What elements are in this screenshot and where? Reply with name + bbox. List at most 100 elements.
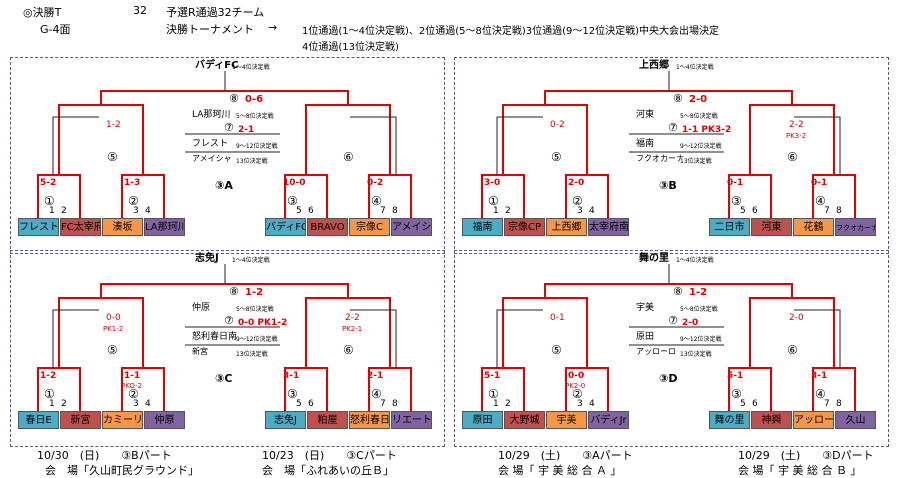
first-round-score: 1-2: [40, 371, 57, 381]
final-line: [544, 283, 793, 298]
match-8-num: ⑧: [673, 92, 683, 105]
team-slot: LA那珂川: [144, 218, 185, 236]
m7-team-b: 怒利春日南: [192, 332, 238, 342]
first-round-num: ③: [731, 194, 742, 208]
label-13: 13位決定戦: [236, 351, 268, 358]
label-13: 13位決定戦: [680, 158, 712, 165]
first-round-score: 1-1: [124, 371, 141, 381]
final-line: [100, 283, 349, 298]
panel-frame: [10, 57, 445, 254]
footer-venue-3: 会 場「 宇 美 総 合 Ａ 」: [498, 464, 622, 477]
m7-team-b: フレスト: [192, 139, 229, 149]
m13-team: アメイシャ: [192, 154, 232, 163]
match-6-num: ⑥: [787, 150, 798, 164]
team-slot: 粕屋: [307, 411, 348, 429]
match-5-score: 0-2: [550, 120, 565, 130]
header-court: G-4面: [40, 23, 71, 36]
team-seed: 5: [740, 399, 746, 409]
match-7-score: 0-0 PK1-2: [238, 318, 288, 328]
first-round-score: 2-0: [568, 178, 585, 188]
first-round-score: 3-1: [811, 371, 828, 381]
m13-team: 新宮: [192, 347, 208, 356]
match-7-num: ⑦: [668, 314, 678, 327]
team-slot: 仲原: [144, 411, 185, 429]
final-line: [100, 90, 349, 105]
bracket-lines: [37, 264, 412, 411]
first-round-num: ④: [815, 194, 826, 208]
match-8-score: 2-0: [689, 94, 708, 105]
team-seed: 8: [392, 206, 398, 216]
first-round-score: 0-2: [367, 178, 384, 188]
match-6-sub: PK2-1: [342, 325, 363, 333]
team-seed: 3: [577, 399, 583, 409]
team-seed: 5: [296, 206, 302, 216]
team-slot: 久山: [835, 411, 876, 429]
panel-frame: [454, 250, 889, 447]
team-seed: 5: [296, 399, 302, 409]
team-seed: 4: [145, 399, 151, 409]
m7-team-a: 宇美: [636, 303, 655, 313]
team-slot: 神興: [751, 411, 792, 429]
bracket-lines: [481, 264, 856, 411]
team-slot: 太宰府南: [588, 218, 629, 236]
label-1-4: 1～4位決定戦: [676, 257, 714, 264]
m7-team-a: LA那珂川: [192, 110, 231, 120]
match-8-score: 1-2: [245, 287, 264, 298]
first-round-num: ④: [371, 387, 382, 401]
first-round-num: ①: [44, 194, 55, 208]
semi-final-line: [502, 104, 588, 175]
match-5-num: ⑤: [551, 343, 562, 357]
team-slot: BRAVO: [307, 218, 348, 236]
header-note-1: 1位通過(1～4位決定戦)、2位通過(5～8位決定戦)3位通過(9～12位決定戦…: [302, 26, 720, 37]
team-slot: 春日E: [18, 411, 59, 429]
team-slot: フクオカーナ: [835, 218, 876, 236]
match-7-num: ⑦: [224, 121, 234, 134]
match-6-score: 2-0: [789, 313, 804, 323]
team-seed: 4: [145, 206, 151, 216]
loser-line: [52, 116, 99, 175]
team-slot: 原田: [462, 411, 503, 429]
team-seed: 6: [308, 206, 314, 216]
loser-line: [350, 309, 397, 368]
first-round-num: ④: [815, 387, 826, 401]
winner-name: 志免J: [195, 253, 219, 264]
team-seed: 3: [577, 206, 583, 216]
bracket-lines: [481, 71, 856, 218]
team-seed: 6: [308, 399, 314, 409]
match-5-score: 1-2: [106, 120, 121, 130]
panel-frame: [454, 57, 889, 254]
loser-line: [794, 116, 841, 175]
first-round-score: 3-0: [484, 178, 501, 188]
team-seed: 7: [824, 206, 830, 216]
first-round-score: 1-3: [124, 178, 141, 188]
match-6-score: 2-2: [789, 120, 804, 130]
first-round-num: ①: [44, 387, 55, 401]
team-seed: 8: [392, 399, 398, 409]
label-9-12: 9～12位決定戦: [236, 143, 278, 150]
m13-team: アッローロ: [636, 347, 676, 356]
team-slot: リエート: [391, 411, 432, 429]
team-slot: 宗像CP: [504, 218, 545, 236]
footer-venue-2: 会 場「ふれあいの丘Ｂ」: [262, 464, 394, 477]
first-round-num: ③: [287, 387, 298, 401]
label-5-8: 5～8位決定戦: [680, 306, 718, 313]
part-label: ③B: [659, 179, 677, 192]
winner-name: 舞の里: [639, 253, 669, 264]
first-round-score: 2-1: [367, 371, 384, 381]
label-9-12: 9～12位決定戦: [680, 143, 722, 150]
first-round-score: 5-2: [40, 178, 57, 188]
semi-final-line: [58, 297, 144, 368]
semi-final-line: [305, 104, 391, 175]
team-slot: バディFC: [265, 218, 306, 236]
team-slot: 志免J: [265, 411, 306, 429]
footer-date-2: 10/23 (日) ③Cパート: [262, 449, 397, 462]
footer-date-3: 10/29 (土) ③Aパート: [498, 449, 633, 462]
header-title: ◎決勝T: [23, 6, 62, 19]
team-slot: 上西郷: [546, 218, 587, 236]
match-5-num: ⑤: [551, 150, 562, 164]
team-slot: 花鶴: [793, 218, 834, 236]
team-seed: 5: [740, 206, 746, 216]
label-5-8: 5～8位決定戦: [236, 306, 274, 313]
part-label: ③D: [659, 372, 678, 385]
